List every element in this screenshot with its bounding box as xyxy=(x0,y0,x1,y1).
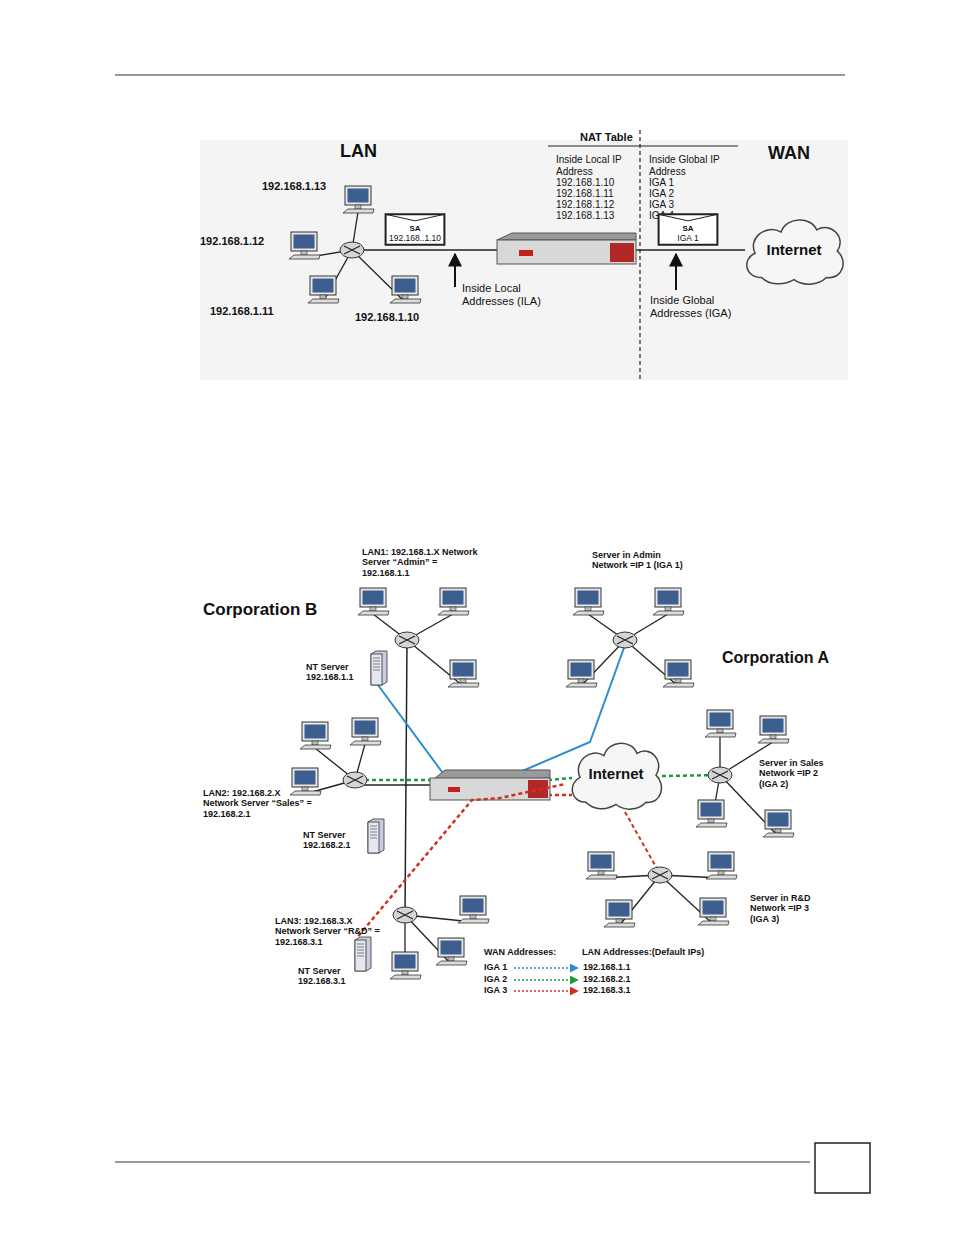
computer-icon xyxy=(300,722,331,749)
label-text: IGA 1 xyxy=(649,177,674,189)
node-text: NT Server 192.168.2.1 xyxy=(303,830,361,851)
computer-icon xyxy=(706,852,737,879)
label-text: IGA 1 xyxy=(484,962,507,972)
label-text: IGA 3 xyxy=(649,199,674,211)
node-text: Internet xyxy=(766,241,821,258)
router xyxy=(497,233,636,264)
label-text: Corporation A xyxy=(722,649,829,667)
switch-icon xyxy=(393,907,417,923)
switch-icon xyxy=(343,772,367,788)
switch-icon xyxy=(708,767,732,783)
computer-icon xyxy=(566,660,597,687)
label-text: 192.168.1.1 xyxy=(583,962,631,972)
node-text: IGA 1 xyxy=(677,234,698,243)
label-text: Server in R&D Network =IP 3 (IGA 3) xyxy=(750,893,830,924)
label-text: Inside Local Addresses (ILA) xyxy=(462,282,557,307)
computer-icon xyxy=(448,660,479,687)
node-text: NT Server 192.168.1.1 xyxy=(306,662,364,683)
computer-icon xyxy=(343,186,374,213)
node-text: NT Server 192.168.3.1 xyxy=(298,966,356,987)
computer-icon xyxy=(390,276,421,303)
computer-icon xyxy=(758,716,789,743)
computer-icon xyxy=(653,588,684,615)
label-text: IGA 2 xyxy=(484,974,507,984)
computer-icon xyxy=(663,660,694,687)
label-text: LAN1: 192.168.1.X Network Server “Admin”… xyxy=(362,547,487,578)
switch-icon xyxy=(395,632,419,648)
internet-cloud: Internet xyxy=(740,212,848,286)
label-text: IGA 3 xyxy=(484,985,507,995)
node-text: Internet xyxy=(588,765,643,782)
server-tower xyxy=(365,818,385,854)
router xyxy=(430,770,550,800)
computer-icon xyxy=(438,588,469,615)
switch-icon xyxy=(340,242,364,258)
label-text: LAN2: 192.168.2.X Network Server “Sales”… xyxy=(203,788,318,819)
computer-icon xyxy=(698,898,729,925)
label-text: 192.168.1.12 xyxy=(200,235,264,248)
label-text: IGA 2 xyxy=(649,188,674,200)
internet-cloud: Internet xyxy=(566,735,666,811)
nt-server: NT Server 192.168.3.1 xyxy=(298,936,372,992)
packet-envelope: SA192.168..1.10 xyxy=(385,214,445,245)
computer-icon xyxy=(573,588,604,615)
label-text: LAN Addresses:(Default IPs) xyxy=(582,947,704,957)
label-text: 192.168.1.12 xyxy=(556,199,614,211)
label-text: NAT Table xyxy=(580,131,633,144)
server-tower xyxy=(368,650,388,686)
label-text: Server in Admin Network =IP 1 (IGA 1) xyxy=(592,550,687,571)
label-text: 192.168.2.1 xyxy=(583,974,631,984)
computer-icon xyxy=(458,896,489,923)
switch-icon xyxy=(648,867,672,883)
computer-icon xyxy=(289,232,320,259)
computer-icon xyxy=(696,800,727,827)
computer-icon xyxy=(763,810,794,837)
label-text: 192.168.1.11 xyxy=(556,188,614,200)
label-text: Inside Global IP Address xyxy=(649,154,729,177)
label-text: WAN Addresses: xyxy=(484,947,556,957)
computer-icon xyxy=(358,588,389,615)
computer-icon xyxy=(290,768,321,795)
nt-server: NT Server 192.168.2.1 xyxy=(303,818,385,862)
node-text: 192.168..1.10 xyxy=(389,234,441,243)
network-link xyxy=(358,784,566,936)
label-text: LAN xyxy=(340,141,377,162)
computer-icon xyxy=(586,852,617,879)
computer-icon xyxy=(350,718,381,745)
node-text: SA xyxy=(682,225,693,234)
computer-icon xyxy=(308,276,339,303)
label-text: 192.168.3.1 xyxy=(583,985,631,995)
label-text: 192.168.1.10 xyxy=(556,177,614,189)
node-text: SA xyxy=(409,225,420,234)
label-text: Server in Sales Network =IP 2 (IGA 2) xyxy=(759,758,839,789)
packet-envelope: SAIGA 1 xyxy=(658,214,718,245)
label-text: WAN xyxy=(768,143,810,164)
label-text: 192.168.1.11 xyxy=(210,305,274,318)
label-text: Corporation B xyxy=(203,600,317,620)
switch-icon xyxy=(613,632,637,648)
computer-icon xyxy=(604,900,635,927)
nt-server: NT Server 192.168.1.1 xyxy=(306,650,388,694)
computer-icon xyxy=(436,938,467,965)
label-text: 192.168.1.13 xyxy=(556,210,614,222)
label-text: Inside Local IP Address xyxy=(556,154,634,177)
server-tower xyxy=(352,936,372,972)
label-text: LAN3: 192.168.3.X Network Server “R&D” =… xyxy=(275,916,390,947)
label-text: 192.168.1.10 xyxy=(355,311,419,324)
computer-icon xyxy=(390,952,421,979)
computer-icon xyxy=(705,710,736,737)
label-text: Inside Global Addresses (IGA) xyxy=(650,294,740,319)
label-text: 192.168.1.13 xyxy=(262,180,326,193)
